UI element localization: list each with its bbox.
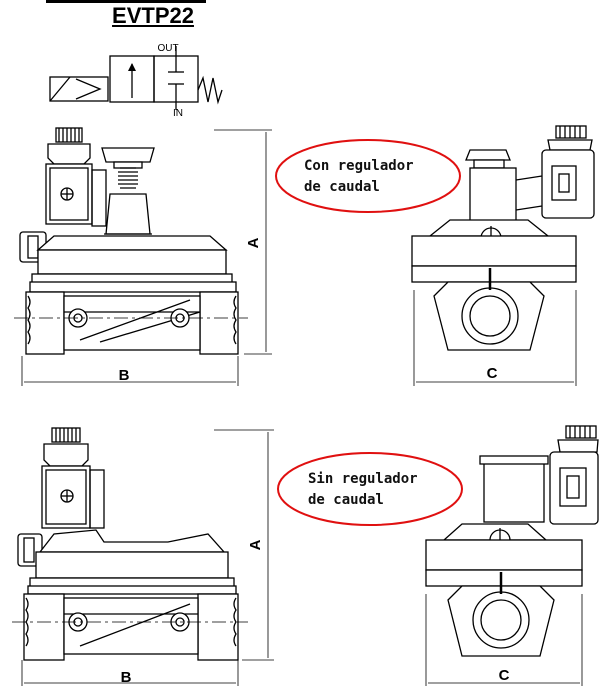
dim-c-top-label: C bbox=[487, 365, 498, 382]
dim-a-bottom-label: A bbox=[247, 539, 264, 550]
callout-top: Con regulador de caudal bbox=[304, 156, 414, 198]
dim-a-top-label: A bbox=[245, 237, 262, 248]
callout-top-line2: de caudal bbox=[304, 179, 380, 195]
valve-side-view-bottom bbox=[12, 427, 274, 686]
solenoid-diagonal bbox=[49, 76, 71, 102]
callout-ellipse-bottom bbox=[277, 452, 463, 526]
valve-front-view-top bbox=[411, 125, 595, 386]
dim-c-bottom-label: C bbox=[499, 667, 510, 684]
callout-bottom-line1: Sin regulador bbox=[308, 471, 418, 487]
callout-ellipse-top bbox=[275, 139, 461, 213]
valve-symbol bbox=[49, 46, 223, 110]
valve-front-view-bottom bbox=[425, 425, 599, 686]
dim-b-top-label: B bbox=[119, 367, 130, 384]
solenoid-box bbox=[49, 76, 109, 102]
spring-icon bbox=[197, 75, 223, 105]
dim-b-bottom-label: B bbox=[121, 669, 132, 686]
callout-bottom-line2: de caudal bbox=[308, 492, 384, 508]
solenoid-arrow bbox=[75, 78, 102, 100]
callout-bottom: Sin regulador de caudal bbox=[308, 469, 418, 511]
out-label: OUT bbox=[157, 43, 178, 54]
diagram-title: EVTP22 bbox=[112, 3, 194, 28]
in-label: IN bbox=[173, 108, 183, 119]
valve-side-view-top bbox=[14, 127, 272, 386]
callout-top-line1: Con regulador bbox=[304, 158, 414, 174]
title-top-rule bbox=[46, 0, 206, 3]
